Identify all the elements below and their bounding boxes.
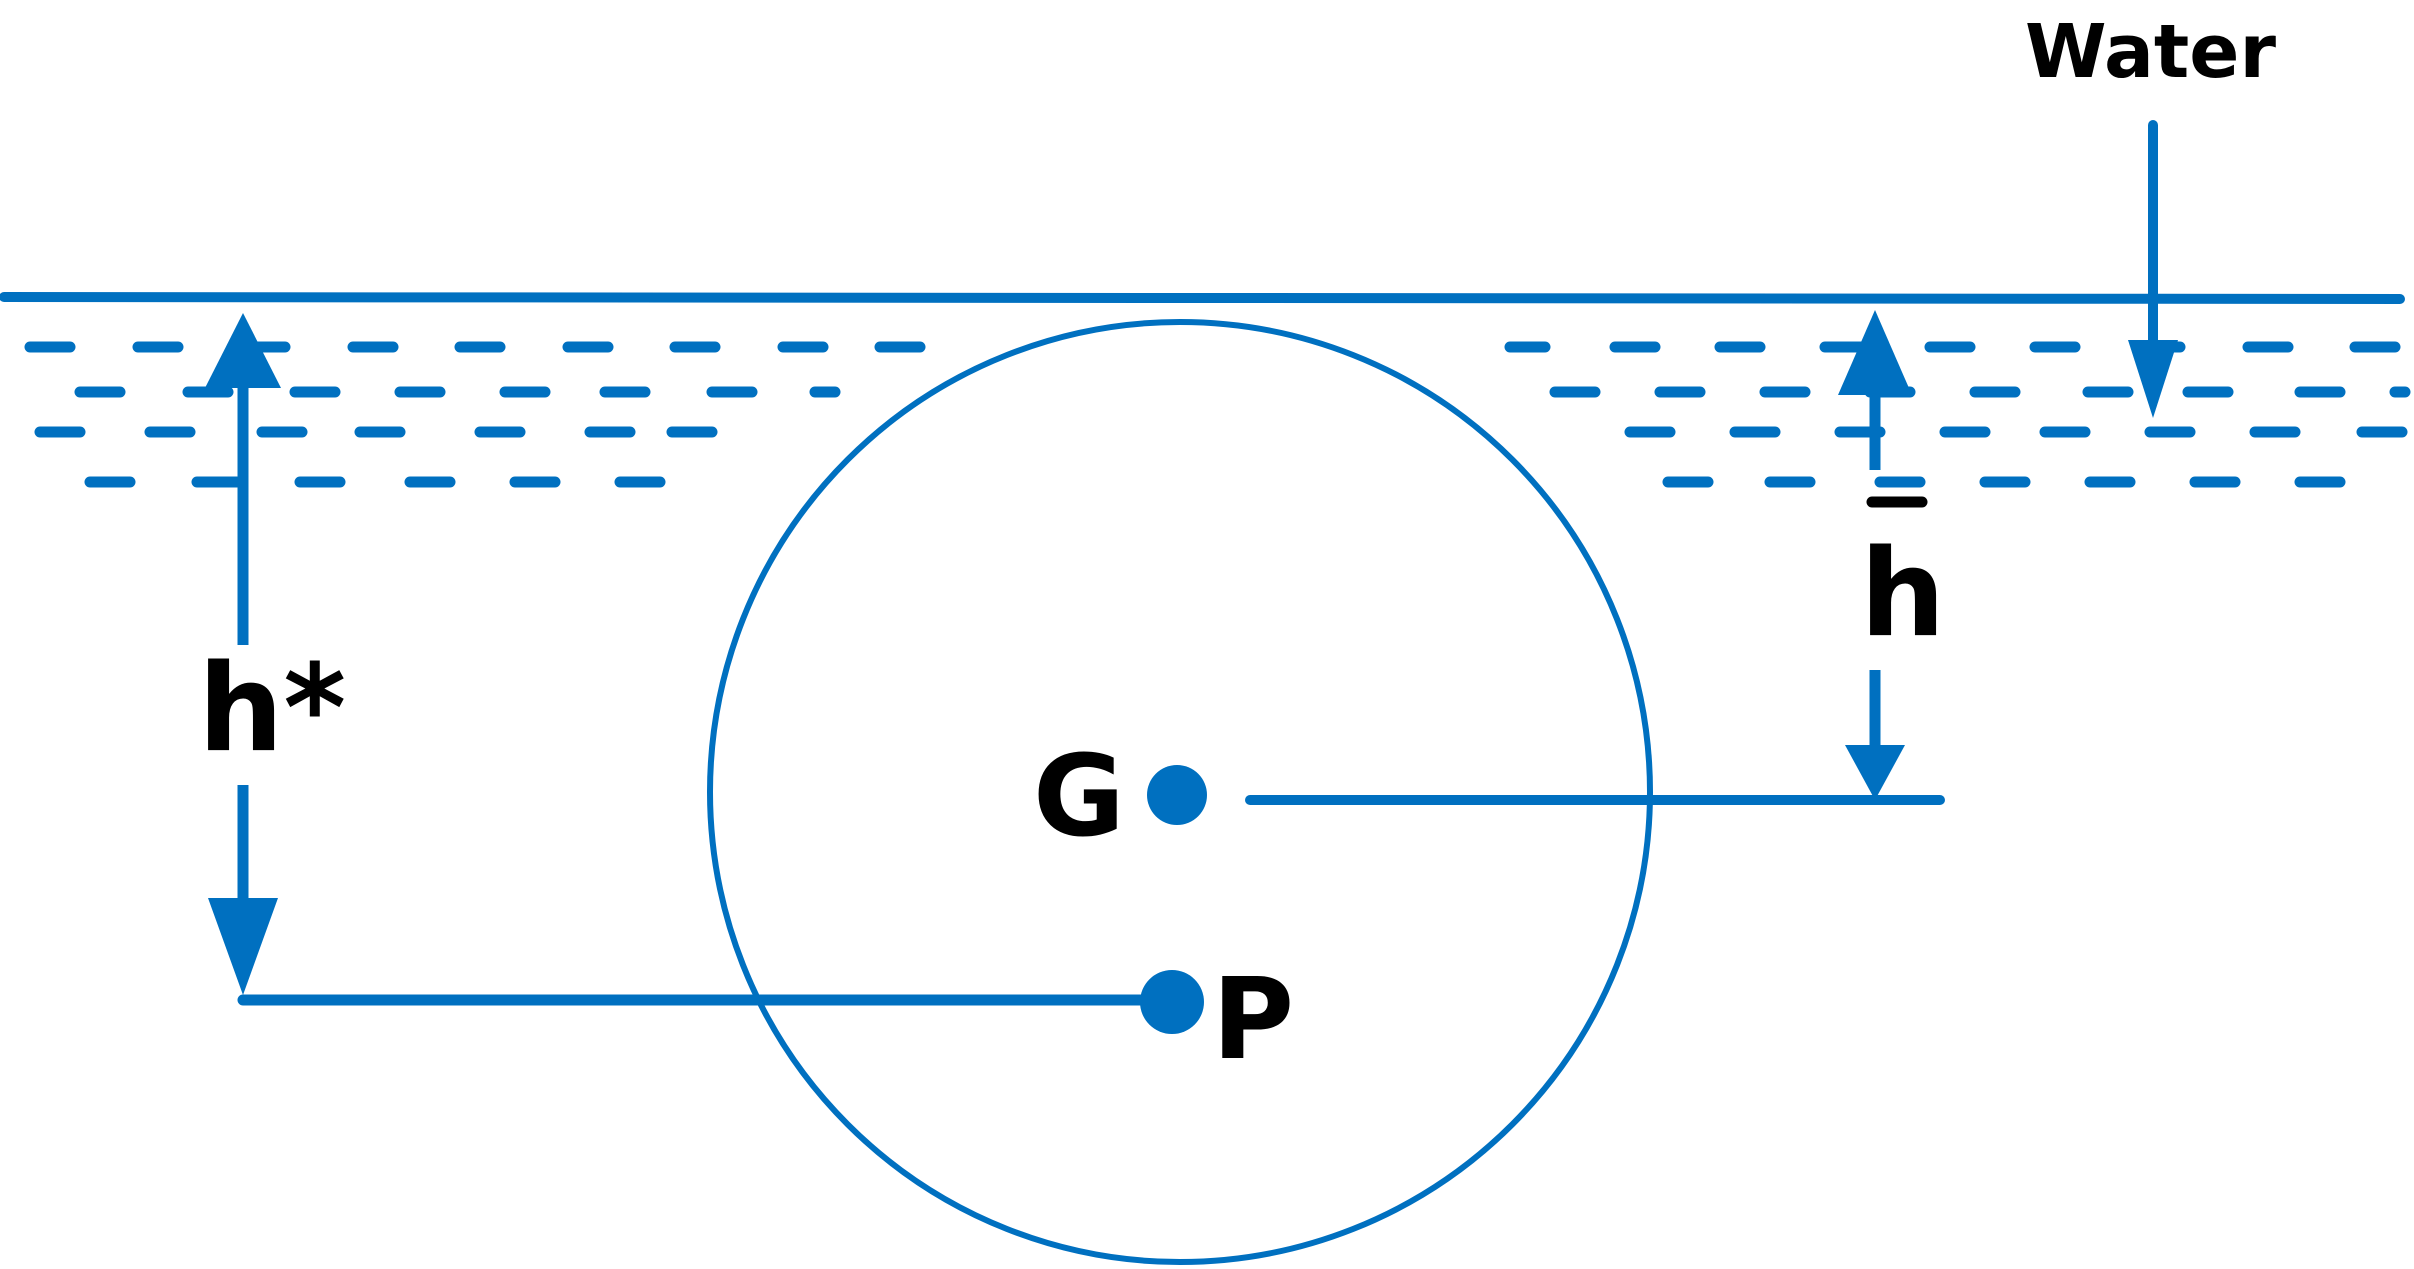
h-bar-upper-arrowhead — [1838, 310, 1912, 395]
water-load-arrow — [2128, 120, 2178, 418]
water-dashes-left — [24, 341, 926, 488]
pressure-center-point — [1140, 970, 1204, 1034]
h-bar-label: h — [1860, 525, 1945, 664]
centroid-label: G — [1033, 732, 1125, 862]
water-dashes-right — [1504, 341, 2411, 488]
h-bar-lower-arrowhead — [1845, 745, 1905, 800]
h-star-label: h* — [198, 640, 346, 779]
centroid-point — [1147, 765, 1207, 825]
submerged-circle — [707, 319, 1653, 1265]
h-star-dimension — [205, 313, 281, 995]
water-label: Water — [2025, 9, 2276, 95]
h-star-lower-arrowhead — [208, 898, 278, 995]
h-star-upper-arrowhead — [205, 313, 281, 388]
pressure-center-label: P — [1212, 955, 1294, 1085]
h-bar-label-group: h — [1860, 496, 1945, 664]
water-surface-line — [0, 292, 2405, 304]
h-bar-dimension — [1838, 310, 1912, 800]
